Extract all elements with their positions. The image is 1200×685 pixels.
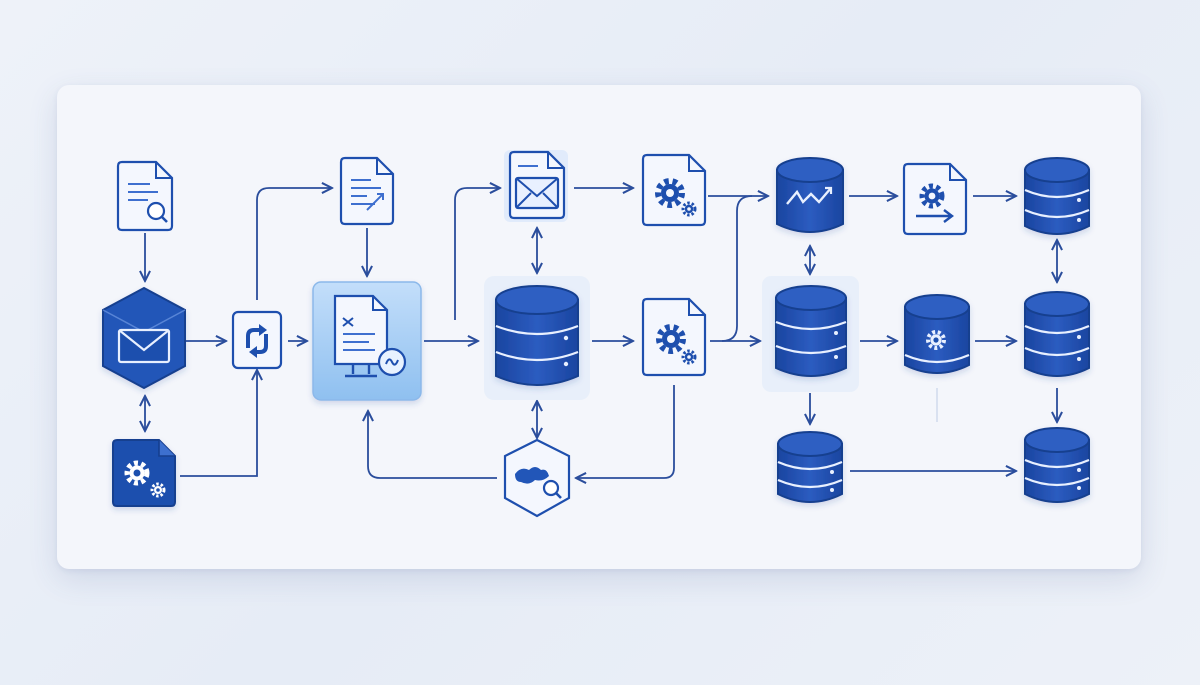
arrow-settings-to-sync (180, 370, 257, 477)
mail-cube-icon (102, 286, 186, 390)
database-icon (1024, 291, 1090, 377)
arrow-split-up (721, 195, 753, 342)
database-icon (1024, 157, 1090, 235)
connectors (145, 188, 1057, 478)
arrow-sync-up (256, 188, 332, 300)
database-icon (484, 276, 590, 400)
document-monitor-icon (312, 281, 422, 401)
analytics-database-icon (776, 157, 844, 233)
mail-document-icon (504, 150, 568, 222)
map-search-icon (503, 438, 571, 518)
gear-database-icon (904, 294, 970, 374)
settings-document-icon (112, 439, 176, 507)
gear-document-icon (641, 153, 707, 227)
database-icon (1024, 427, 1090, 503)
arrow-monitor-up-to-mail (454, 188, 500, 320)
gear-export-document-icon (902, 162, 968, 236)
gear-document-icon (641, 297, 707, 377)
document-search-icon (116, 160, 174, 232)
database-icon (762, 276, 859, 392)
database-icon (777, 431, 843, 503)
sync-arrows-icon (231, 310, 283, 370)
document-edit-icon (339, 156, 395, 226)
arrow-gear-to-map (576, 385, 675, 478)
arrow-map-to-monitor (368, 411, 497, 479)
